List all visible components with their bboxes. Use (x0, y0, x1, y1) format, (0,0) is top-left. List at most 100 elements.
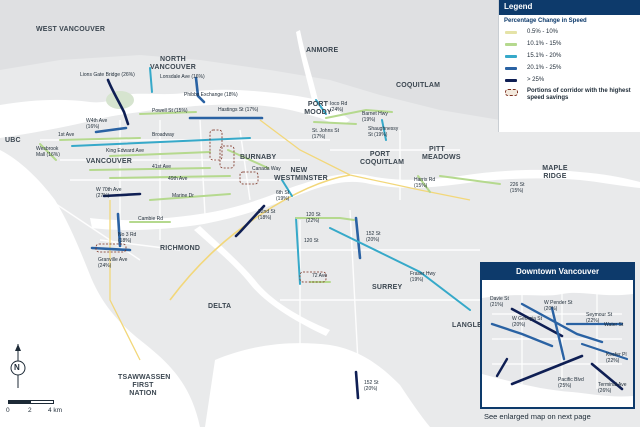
scale-bar: 0 2 4 km (4, 396, 74, 424)
label-cambie: Cambie Rd (138, 216, 164, 222)
legend-label: 20.1% - 25% (527, 65, 562, 71)
inset-downtown-vancouver: Downtown Vancouver Davie St (21%) W Pend… (480, 262, 635, 409)
inset-label-keefer: Keefer Pl (22%) (606, 352, 627, 364)
legend-item: > 25% (499, 74, 640, 86)
region-tsawwassen: TSAWWASSEN FIRST NATION (118, 374, 171, 397)
region-coquitlam: COQUITLAM (396, 82, 441, 89)
label-phibbs: Phibbs Exchange (18%) (184, 92, 238, 98)
inset-title: Downtown Vancouver (482, 264, 633, 280)
legend-highlight: Portions of corridor with the highest sp… (499, 86, 640, 104)
legend-label: 15.1% - 20% (527, 53, 562, 59)
corridor-226th (439, 175, 501, 185)
corridor-broadway (71, 137, 251, 147)
region-pitt-meadows: PITT MEADOWS (422, 146, 461, 161)
label-marine: Marine Dr (172, 193, 194, 199)
water-fraser-river (90, 169, 640, 231)
region-anmore: ANMORE (306, 47, 339, 54)
corridor-w70th (102, 192, 142, 198)
label-72ave: 72 Ave (312, 273, 328, 279)
region-port-moody: PORT MOODY (304, 101, 332, 116)
region-langley: LANGLEY (452, 322, 487, 329)
highlight-outline (209, 129, 223, 161)
highlight-outline (219, 145, 235, 169)
inset-label-seymour: Seymour St (22%) (586, 312, 613, 324)
corridor-harris (417, 175, 431, 193)
label-powell: Powell St (15%) (152, 108, 188, 114)
legend-highlight-label: Portions of corridor with the highest sp… (527, 88, 631, 101)
label-6th-st: 6th St (19%) (276, 190, 290, 202)
north-label: N (14, 363, 20, 372)
legend-label: 10.1% - 15% (527, 41, 562, 47)
corridor-120st-a (295, 217, 301, 285)
corridor-152st-b (354, 370, 360, 400)
label-granville: Granville Ave (24%) (98, 257, 128, 269)
scale-segment (30, 400, 54, 404)
legend-panel: Legend Percentage Change in Speed 0.5% -… (498, 0, 640, 132)
label-king-edward: King Edward Ave (106, 148, 144, 154)
legend-swatch (505, 66, 517, 70)
corridor-49th (109, 175, 231, 179)
corridor-phibbs (194, 76, 206, 104)
label-harris: Harris Rd (15%) (414, 177, 436, 189)
corridor-powell (139, 111, 197, 115)
region-ubc: UBC (5, 137, 21, 144)
label-120st-b: 120 St (304, 238, 319, 244)
footnote: See enlarged map on next page (484, 412, 591, 421)
corridor-e1st (59, 137, 141, 141)
legend-item: 20.1% - 25% (499, 62, 640, 74)
dashed-outline-icon (505, 89, 518, 96)
corridor-barnet (325, 108, 393, 119)
label-fraser: Fraser Hwy (19%) (410, 271, 436, 283)
region-north-vancouver: NORTH VANCOUVER (149, 56, 196, 71)
region-surrey: SURREY (372, 284, 403, 291)
inset-label-pender: W Pender St (20%) (544, 300, 573, 312)
legend-title: Legend (499, 0, 640, 15)
corridor-king-edward (109, 151, 211, 157)
highlight-outline (95, 243, 127, 253)
legend-item: 0.5% - 10% (499, 26, 640, 38)
inset-map (482, 280, 633, 407)
label-41st: 41st Ave (152, 164, 172, 170)
scale-tick: 4 km (48, 407, 63, 414)
legend-label: 0.5% - 10% (527, 29, 559, 35)
label-152st-b: 152 St (20%) (364, 380, 379, 392)
highlight-outline (299, 271, 327, 283)
label-49th: 49th Ave (168, 176, 188, 182)
legend-swatch (505, 54, 517, 58)
legend-subtitle: Percentage Change in Speed (504, 18, 587, 24)
water-strait (0, 150, 200, 427)
label-lonsdale: Lonsdale Ave (16%) (160, 74, 205, 80)
label-152st-a: 152 St (20%) (366, 231, 381, 243)
corridor-granville (90, 246, 132, 252)
label-w70th: W 70th Ave (27%) (96, 187, 122, 199)
label-shaughnessy: Shaughnessy St (19%) (368, 126, 399, 138)
inset-label-davie: Davie St (21%) (490, 296, 509, 308)
legend-swatch (505, 30, 517, 34)
inset-label-terminal: Terminal Ave (26%) (598, 382, 627, 394)
corridor-wesbrook (39, 143, 57, 161)
legend-item: 10.1% - 15% (499, 38, 640, 50)
inset-label-water: Water St (604, 322, 624, 328)
label-22nd: 22nd St (18%) (258, 209, 276, 221)
corridor-canada-way (227, 149, 269, 169)
north-arrow-icon: N (8, 344, 28, 388)
corridor-lonsdale (149, 67, 153, 93)
highlight-outline (239, 171, 259, 185)
legend-item: 15.1% - 20% (499, 50, 640, 62)
label-broadway: Broadway (152, 132, 175, 138)
label-w4th: W4th Ave (16%) (86, 118, 108, 130)
label-120st-a: 120 St (22%) (306, 212, 321, 224)
label-lions-gate: Lions Gate Bridge (26%) (80, 72, 135, 78)
corridor-fraser (329, 227, 471, 311)
region-new-westminster: NEW WESTMINSTER (274, 167, 328, 182)
legend-swatch (505, 42, 517, 46)
corridor-6th-st (281, 179, 293, 197)
scale-segment (8, 400, 30, 404)
label-barnet: Barnet Hwy (19%) (362, 111, 388, 123)
region-west-vancouver: WEST VANCOUVER (36, 26, 106, 33)
region-burnaby: BURNABY (240, 154, 277, 161)
inset-label-georgia: W Georgia St (20%) (512, 316, 543, 328)
corridor-22nd (234, 204, 266, 238)
